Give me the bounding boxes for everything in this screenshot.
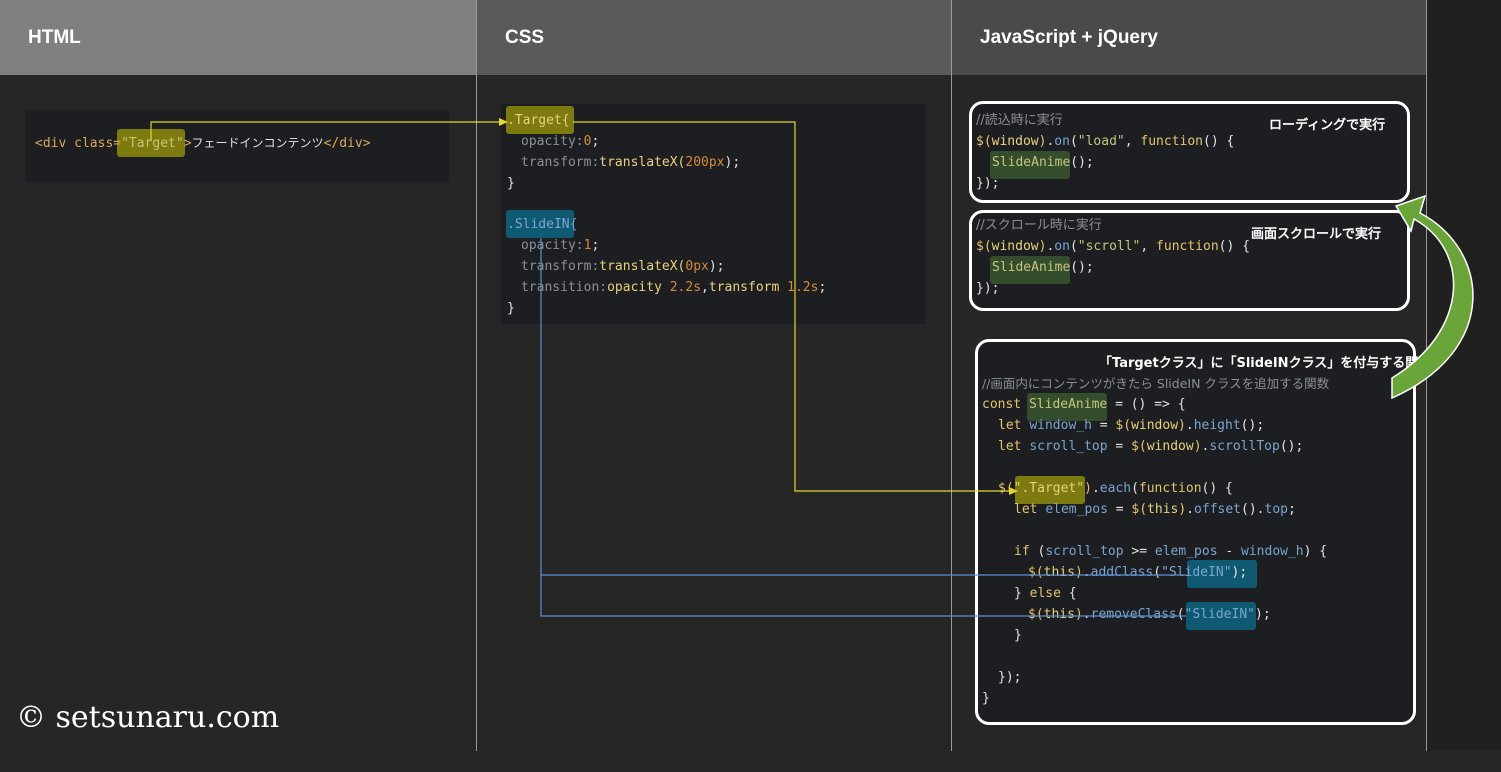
js-scroll-call-highlight [990, 256, 1070, 284]
css-column-header: CSS [477, 0, 951, 75]
js-func-addclass: $(this).addClass("SlideIN"); [1028, 565, 1248, 580]
js-func-if-close: } [1014, 628, 1022, 643]
js-load-call: SlideAnime(); [992, 155, 1094, 170]
js-func-name-highlight [1027, 393, 1107, 421]
blue-connector-addclass [540, 238, 1186, 576]
yellow-connector-html-css [150, 121, 502, 140]
css-target-transform: transform:translateX(200px); [521, 155, 741, 170]
js-func-addclass-highlight [1187, 560, 1257, 588]
js-func-window-h: let window_h = $(window).height(); [998, 418, 1265, 433]
js-func-target-highlight [1015, 476, 1085, 504]
js-scroll-close: }); [976, 281, 1000, 296]
js-func-each-close: }); [998, 670, 1022, 685]
html-code-line: <div class="Target">フェードインコンテンツ</div> [35, 136, 371, 151]
js-func-elem-pos: let elem_pos = $(this).offset().top; [1014, 502, 1296, 517]
js-func-if: if (scroll_top >= elem_pos - window_h) { [1014, 544, 1328, 559]
js-load-code: //読込時に実行 $(window).on("load", function()… [976, 110, 1396, 196]
js-func-comment: //画面内にコンテンツがきたら SlideIN クラスを追加する関数 [982, 376, 1330, 391]
html-class-value: "Target" [121, 136, 184, 151]
css-close-brace: } [507, 176, 515, 191]
js-func-code: //画面内にコンテンツがきたら SlideIN クラスを追加する関数 const… [982, 373, 1402, 713]
css-target-selector: .Target{ [507, 113, 570, 128]
js-column-header: JavaScript + jQuery [952, 0, 1426, 75]
green-curved-arrow [1391, 194, 1474, 400]
js-load-comment: //読込時に実行 [976, 113, 1063, 128]
js-func-removeclass: $(this).removeClass("SlideIN"); [1028, 607, 1271, 622]
css-slidein-highlight [506, 210, 574, 238]
js-func-else: } else { [1014, 586, 1077, 601]
html-column: HTML <div class="Target">フェードインコンテンツ</di… [0, 0, 476, 751]
copyright-text: © setsunaru.com [16, 700, 280, 735]
js-load-line: $(window).on("load", function() { [976, 134, 1235, 149]
yellow-arrowhead-js [1009, 487, 1018, 495]
js-func-each: $(".Target").each(function() { [998, 481, 1233, 496]
js-scroll-line: $(window).on("scroll", function() { [976, 239, 1250, 254]
js-load-box [969, 101, 1410, 203]
connector-overlay [150, 118, 1474, 617]
css-slidein-opacity: opacity:1; [521, 238, 600, 253]
js-load-call-highlight [990, 151, 1070, 179]
js-func-scroll-top: let scroll_top = $(window).scrollTop(); [998, 439, 1304, 454]
css-slidein-selector: .SlideIN{ [507, 217, 578, 232]
html-column-header: HTML [0, 0, 476, 75]
blue-connector-removeclass [540, 575, 1186, 617]
yellow-arrowhead-css [499, 118, 508, 126]
html-content-text: フェードインコンテンツ [191, 136, 324, 150]
js-scroll-label: 画面スクロールで実行 [1251, 227, 1382, 242]
js-load-close: }); [976, 176, 1000, 191]
js-func-removeclass-highlight [1186, 602, 1256, 630]
css-slidein-close-brace: } [507, 301, 515, 316]
js-func-decl: const SlideAnime = () => { [982, 397, 1186, 412]
js-load-label: ローディングで実行 [1269, 118, 1386, 133]
js-func-label: 「Targetクラス」に「SlideINクラス」を付与する関数 [1099, 356, 1432, 371]
js-func-close: } [982, 691, 990, 706]
js-scroll-call: SlideAnime(); [992, 260, 1094, 275]
js-scroll-code: //スクロール時に実行 $(window).on("scroll", funct… [976, 215, 1396, 301]
js-scroll-comment: //スクロール時に実行 [976, 218, 1102, 233]
css-target-highlight [506, 106, 574, 134]
css-target-opacity: opacity:0; [521, 134, 600, 149]
yellow-connector-css-js [573, 121, 1012, 492]
css-code-block: .Target{ opacity:0; transform:translateX… [501, 104, 926, 324]
js-column: JavaScript + jQuery //読込時に実行 $(window).o… [951, 0, 1431, 751]
css-column: CSS .Target{ opacity:0; transform:transl… [476, 0, 951, 751]
css-slidein-transform: transform:translateX(0px); [521, 259, 725, 274]
